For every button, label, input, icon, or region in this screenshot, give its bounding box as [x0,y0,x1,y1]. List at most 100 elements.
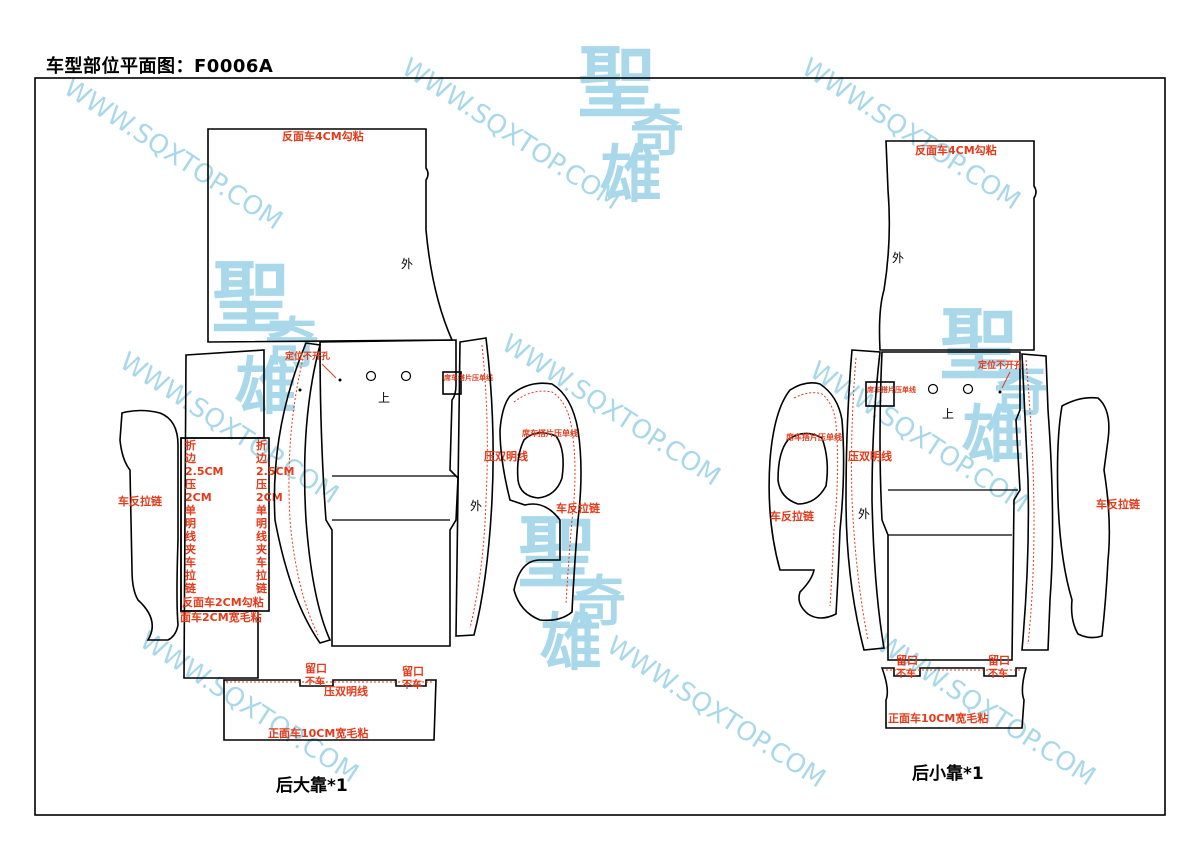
svg-text:明: 明 [185,517,196,530]
watermark-brand-char: 雄 [235,350,297,423]
svg-text:2CM: 2CM [256,491,283,504]
svg-text:明: 明 [256,517,267,530]
right-loc-dot-1 [998,390,1002,394]
watermark-brand-char: 奇 [994,359,1048,423]
right-double-line: 压双明线 [848,449,892,463]
left-right-zip-text: 车反拉链 [556,501,601,515]
right-left-strip [845,349,885,651]
watermark-brand-char: 奇 [572,569,626,633]
left-ear-tab-note: 席车搭片压单线 [522,428,578,438]
svg-text:夹: 夹 [256,542,267,556]
left-right-strip-dash [469,344,488,629]
watermark-brand-char: 雄 [540,606,602,679]
left-hole-2 [400,370,412,382]
right-opening-left-2: 不车 [896,667,916,680]
right-right-zip-text: 车反拉链 [1096,497,1141,511]
watermark-url: WWW.SQXTOP.COM [134,626,363,790]
left-ear-piece [499,382,582,622]
svg-text:压: 压 [185,477,196,491]
svg-text:边: 边 [255,451,268,465]
svg-text:2.5CM: 2.5CM [185,465,224,478]
right-pattern-set: 反面车4CM勾粘 外 上 定位不开孔 席车搭片压单线 压双明线 外 席车 [768,140,1141,784]
right-hole-arrow [1001,371,1011,389]
left-hole-1 [365,370,377,382]
right-right-strip-dash [1025,359,1035,645]
right-hole-2 [962,383,974,395]
left-right-strip [455,337,494,637]
watermark-brand-char: 雄 [600,138,662,211]
left-outside-label: 外 [401,257,413,271]
left-bottom-glue-1: 反面车2CM勾粘 [182,595,264,609]
left-hole-note: 定位不开孔 [284,350,330,362]
svg-text:车: 车 [256,555,267,569]
left-center-panel [319,339,459,647]
right-ear-hole [777,432,829,505]
svg-text:车: 车 [185,555,196,569]
watermark-brand-char: 聖 [940,300,1018,391]
left-ear-dash [513,390,576,605]
right-opening-right-1: 留口 [988,653,1010,667]
svg-text:拉: 拉 [185,568,196,582]
right-hole-note: 定位不开孔 [977,359,1023,371]
right-top-panel-label: 反面车4CM勾粘 [915,143,997,157]
left-hole-arrow [321,363,337,379]
left-top-panel [207,128,454,343]
page-title: 车型部位平面图：F0006A [46,56,274,77]
watermark-url: WWW.SQXTOP.COM [496,329,725,493]
right-base-panel [880,667,1028,729]
svg-text:链: 链 [256,581,268,595]
watermark-url: WWW.SQXTOP.COM [601,631,830,795]
svg-text:单: 单 [256,503,267,517]
right-side-wing [1056,396,1111,639]
right-caption: 后小靠*1 [912,763,984,784]
drawing-frame [34,77,1166,816]
right-left-zip-text: 车反拉链 [770,509,815,523]
right-outside-label-2: 外 [858,507,870,521]
right-ear-dash [793,392,839,607]
svg-text:线: 线 [185,529,196,543]
svg-text:夹: 夹 [185,542,196,556]
right-right-strip [1021,353,1054,651]
left-curved-panel [273,342,332,644]
watermark-url: WWW.SQXTOP.COM [58,73,287,237]
right-tab-note: 席车搭片压单线 [867,385,916,394]
left-double-line: 压双明线 [484,449,528,463]
left-side-wing [119,409,179,641]
right-opening-right-2: 不车 [988,667,1008,680]
left-top-panel-label: 反面车4CM勾粘 [282,129,364,143]
left-base-label: 正面车10CM宽毛粘 [268,726,368,740]
svg-text:拉: 拉 [256,568,267,582]
left-loc-dot-2 [298,388,302,392]
right-ear-piece [768,382,845,619]
left-tab-note: 席车搭片压单线 [444,373,493,382]
right-top-panel [878,140,1037,351]
watermark-brand-char: 聖 [212,253,290,344]
watermark-brand-char: 聖 [578,38,656,129]
right-tab [865,381,895,407]
svg-text:折: 折 [185,438,196,452]
left-opening-left-2: 不车 [305,675,325,688]
left-curved-dash [288,354,319,636]
svg-text:单: 单 [185,503,196,517]
left-bottom-double: 压双明线 [324,684,368,698]
svg-text:2CM: 2CM [185,491,212,504]
right-up-label: 上 [942,407,954,421]
left-fold-text-left: 折 边 2.5CM 压 2CM 单 明 线 夹 车 拉 链 [184,438,224,595]
left-opening-left-1: 留口 [305,661,327,675]
right-outside-label: 外 [892,251,904,265]
left-side-zip-text: 车反拉链 [118,494,163,508]
right-opening-left-1: 留口 [896,653,918,667]
left-pattern-set: 反面车4CM勾粘 外 折 边 2.5CM 压 2CM 单 明 线 夹 车 拉 链… [118,128,601,796]
left-ear-hole [516,432,564,499]
svg-text:链: 链 [185,581,197,595]
svg-text:线: 线 [256,529,267,543]
left-outside-label-2: 外 [470,499,482,513]
watermark-brand-char: 奇 [630,99,684,163]
right-ear-tab-note: 席车搭片压单线 [786,432,842,442]
svg-text:折: 折 [256,438,267,452]
right-base-label: 正面车10CM宽毛粘 [888,711,988,725]
left-up-label: 上 [378,391,390,405]
left-loc-dot-1 [338,378,342,382]
left-fold-strip [180,437,270,612]
